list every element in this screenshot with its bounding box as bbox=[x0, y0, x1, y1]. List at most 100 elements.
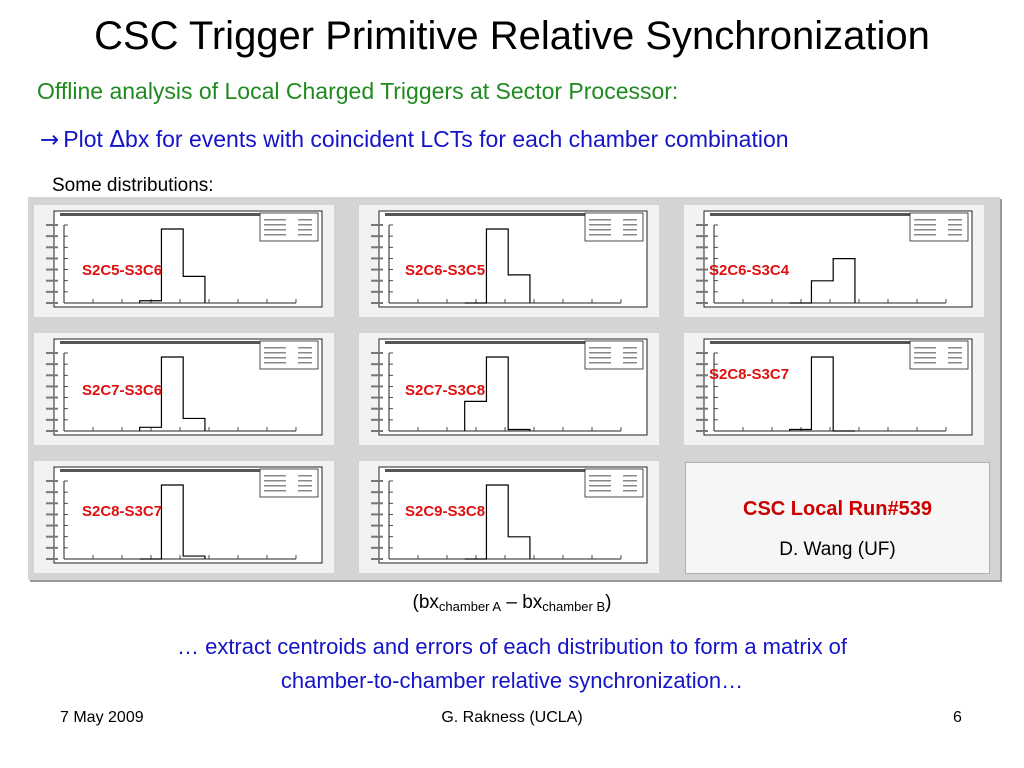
stats-line bbox=[264, 219, 286, 221]
stats-line bbox=[589, 485, 611, 487]
y-tick-label bbox=[46, 246, 58, 249]
y-tick-label bbox=[371, 546, 383, 549]
histogram-grid: S2C5-S3C6 S2C6-S3C5 S2C6-S3C4 S2C7-S3C6 … bbox=[28, 197, 1000, 580]
delta-bx-formula: (bxchamber A – bxchamber B) bbox=[0, 589, 1024, 621]
y-tick-label bbox=[371, 235, 383, 238]
histogram-panel: S2C8-S3C7 bbox=[34, 461, 334, 573]
y-tick-label bbox=[46, 491, 58, 494]
stats-line bbox=[914, 224, 936, 226]
y-tick-label bbox=[46, 224, 58, 226]
stats-line bbox=[948, 347, 962, 349]
y-tick-label bbox=[46, 558, 58, 560]
y-tick-label bbox=[371, 302, 383, 304]
histogram-bins bbox=[464, 356, 531, 431]
stats-line bbox=[264, 485, 286, 487]
histogram-bins bbox=[139, 484, 206, 560]
stats-line bbox=[623, 480, 637, 482]
stats-line bbox=[298, 219, 312, 221]
y-tick-label bbox=[46, 480, 58, 482]
y-tick-label bbox=[371, 363, 383, 366]
footer-author: G. Rakness (UCLA) bbox=[441, 709, 583, 726]
y-tick-label bbox=[371, 352, 383, 354]
y-tick-label bbox=[46, 257, 58, 260]
histogram-title-strip bbox=[385, 341, 613, 344]
y-tick-label bbox=[371, 502, 383, 505]
y-tick-label bbox=[46, 535, 58, 538]
y-tick-label bbox=[696, 279, 708, 282]
y-tick-label bbox=[46, 546, 58, 549]
panel-label: S2C5-S3C6 bbox=[82, 262, 163, 279]
histogram-title-strip bbox=[60, 213, 288, 216]
stats-line bbox=[589, 229, 611, 231]
histogram-title-strip bbox=[60, 469, 288, 472]
y-tick-label bbox=[696, 235, 708, 238]
y-tick-label bbox=[46, 396, 58, 399]
stats-line bbox=[948, 224, 962, 226]
slide-subtitle: Offline analysis of Local Charged Trigge… bbox=[37, 78, 679, 104]
histogram-bins bbox=[789, 356, 855, 432]
formula-open: (bx bbox=[412, 592, 439, 613]
stats-line bbox=[589, 234, 611, 236]
y-tick-label bbox=[696, 374, 708, 377]
formula-dash: – bx bbox=[501, 592, 543, 613]
stats-line bbox=[264, 475, 286, 477]
y-tick-label bbox=[371, 535, 383, 538]
y-tick-label bbox=[371, 396, 383, 399]
stats-line bbox=[264, 362, 286, 364]
stats-line bbox=[623, 224, 637, 226]
y-tick-label bbox=[696, 268, 708, 271]
histogram-stats-box bbox=[584, 468, 644, 498]
y-tick-label bbox=[371, 257, 383, 260]
stats-line bbox=[264, 234, 286, 236]
histogram-plot bbox=[359, 461, 659, 573]
stats-line bbox=[623, 362, 637, 364]
stats-line bbox=[948, 362, 962, 364]
stats-line bbox=[298, 229, 312, 231]
stats-line bbox=[623, 234, 637, 236]
stats-line bbox=[589, 224, 611, 226]
y-tick-label bbox=[46, 374, 58, 377]
histogram-stats-box bbox=[584, 212, 644, 242]
histogram-title-strip bbox=[385, 213, 613, 216]
stats-line bbox=[298, 352, 312, 354]
stats-line bbox=[914, 219, 936, 221]
y-tick-label bbox=[46, 302, 58, 304]
y-tick-label bbox=[696, 224, 708, 226]
stats-line bbox=[914, 352, 936, 354]
stats-line bbox=[623, 490, 637, 492]
stats-line bbox=[298, 362, 312, 364]
histogram-stats-box bbox=[259, 340, 319, 370]
y-tick-label bbox=[696, 430, 708, 432]
bullet-prefix: Plot bbox=[63, 126, 110, 152]
y-tick-label bbox=[696, 352, 708, 354]
stats-line bbox=[948, 357, 962, 359]
histogram-panel: S2C5-S3C6 bbox=[34, 205, 334, 317]
y-tick-label bbox=[371, 513, 383, 516]
stats-line bbox=[264, 347, 286, 349]
y-tick-label bbox=[371, 407, 383, 410]
stats-line bbox=[589, 219, 611, 221]
histogram-bins bbox=[139, 356, 206, 431]
stats-line bbox=[623, 352, 637, 354]
stats-line bbox=[264, 480, 286, 482]
stats-line bbox=[948, 219, 962, 221]
y-tick-label bbox=[371, 268, 383, 271]
y-tick-label bbox=[371, 385, 383, 388]
y-tick-label bbox=[696, 302, 708, 304]
histogram-stats-box bbox=[259, 212, 319, 242]
y-tick-label bbox=[46, 407, 58, 410]
stats-line bbox=[264, 490, 286, 492]
histogram-panel: S2C7-S3C6 bbox=[34, 333, 334, 445]
histogram-title-strip bbox=[385, 469, 613, 472]
stats-line bbox=[914, 234, 936, 236]
stats-line bbox=[589, 490, 611, 492]
stats-line bbox=[298, 224, 312, 226]
stats-line bbox=[948, 234, 962, 236]
footer-date: 7 May 2009 bbox=[60, 709, 144, 726]
y-tick-label bbox=[371, 480, 383, 482]
y-tick-label bbox=[46, 235, 58, 238]
histogram-stats-box bbox=[909, 212, 969, 242]
formula-sub-b: chamber B bbox=[542, 599, 606, 614]
stats-line bbox=[589, 352, 611, 354]
y-tick-label bbox=[371, 246, 383, 249]
